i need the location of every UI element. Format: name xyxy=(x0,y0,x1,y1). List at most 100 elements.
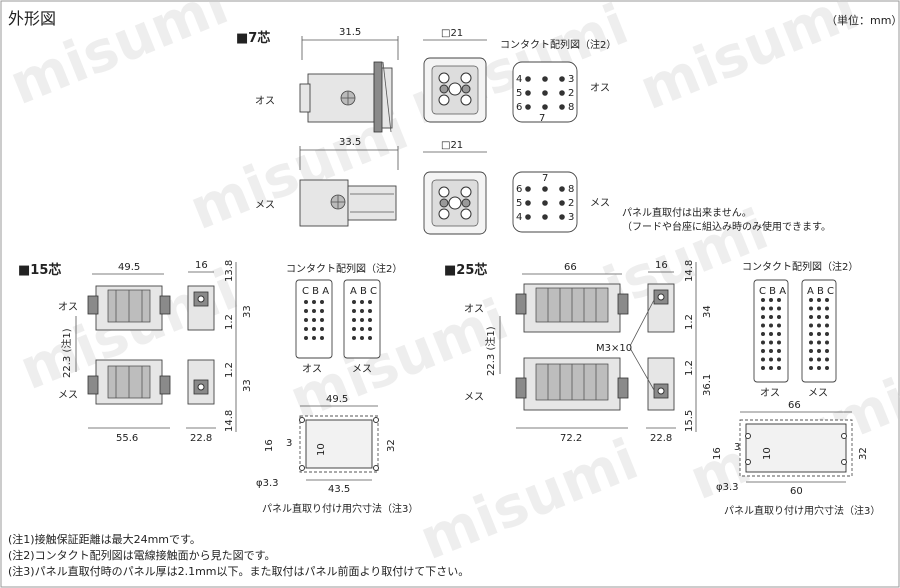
c25-panel-a: 16 xyxy=(712,447,723,460)
c25-male-col-labels: C B A xyxy=(759,286,786,297)
c25-dim-h2: 34 xyxy=(702,305,713,318)
c15-male-side-view xyxy=(87,285,171,331)
contact-pin xyxy=(312,318,316,322)
c25-male-contact-layout: C B A xyxy=(753,279,789,383)
c25-female-side-view xyxy=(515,357,629,411)
contact-pin xyxy=(817,332,821,336)
contact-pin xyxy=(312,327,316,331)
contact-pin xyxy=(304,327,308,331)
c25-width-dim: 66 xyxy=(564,262,577,273)
contact-pin xyxy=(809,357,813,362)
contact-pin xyxy=(761,315,765,319)
section-25-heading: ■25芯 xyxy=(444,262,487,278)
contact-pin xyxy=(777,323,781,328)
c15-dim-h6: 14.8 xyxy=(224,410,235,432)
contact-pin xyxy=(809,306,813,311)
contact-pin xyxy=(825,298,829,302)
contact-pin xyxy=(352,309,356,313)
c7-m-pin-6: 6 xyxy=(516,102,522,113)
c25-left-dim: 22.3 (注1) xyxy=(484,326,497,376)
contact-pin xyxy=(817,357,821,362)
contact-pin xyxy=(312,309,316,313)
c15-dim-h1: 13.8 xyxy=(224,260,235,282)
c25-width-bottom-dim: 72.2 xyxy=(560,433,582,444)
contact-pin xyxy=(809,340,813,345)
contact-pin xyxy=(761,340,765,345)
contact-pin xyxy=(825,332,829,336)
footnote-1: (注1)接触保証距離は最大24mmです。 xyxy=(8,533,201,546)
contact-pin xyxy=(368,336,372,340)
contact-pin xyxy=(304,300,308,304)
c7-panel-note-1: パネル直取付は出来ません。 xyxy=(622,206,752,219)
c7-contact-title: コンタクト配列図（注2） xyxy=(500,38,616,51)
contact-pin xyxy=(777,332,781,336)
contact-pin xyxy=(352,318,356,322)
contact-pin xyxy=(769,340,773,345)
contact-pin xyxy=(304,309,308,313)
c15-male-contact-layout: C B A xyxy=(295,279,333,359)
c15-dim-h3: 1.2 xyxy=(224,314,235,330)
contact-pin xyxy=(825,323,829,328)
c15-female-label: メス xyxy=(58,390,78,401)
contact-pin xyxy=(352,336,356,340)
contact-pin xyxy=(761,349,765,353)
contact-pin xyxy=(360,300,364,304)
contact-pin xyxy=(761,366,765,370)
contact-pin xyxy=(352,300,356,304)
contact-pin xyxy=(769,357,773,362)
c7-f-pin-4: 4 xyxy=(516,212,522,223)
contact-pin xyxy=(769,306,773,311)
c25-side-bottom-dim: 22.8 xyxy=(650,433,672,444)
c7-female-length-dim: 33.5 xyxy=(339,137,361,148)
contact-pin xyxy=(777,357,781,362)
c15-panel-hole: φ3.3 xyxy=(256,478,279,489)
c15-panel-a: 16 xyxy=(264,439,275,452)
c15-panel-b: 3 xyxy=(286,438,292,449)
c25-female-col-labels: A B C xyxy=(807,286,834,297)
c15-panel-width-2: 43.5 xyxy=(328,484,350,495)
c25-panel-width-2: 60 xyxy=(790,486,803,497)
c15-panel-caption: パネル直取り付け用穴寸法（注3） xyxy=(262,502,418,515)
contact-pin xyxy=(769,315,773,319)
contact-pin xyxy=(817,366,821,370)
c7-panel-note-2: （フードや台座に組込み時のみ使用できます。 xyxy=(622,220,831,233)
c7-m-pin-5: 5 xyxy=(516,88,522,99)
contact-pin xyxy=(825,366,829,370)
contact-pin xyxy=(777,349,781,353)
c25-male-label: オス xyxy=(464,303,484,315)
contact-pin xyxy=(825,357,829,362)
contact-pin xyxy=(360,309,364,313)
contact-pin xyxy=(368,300,372,304)
contact-pin xyxy=(368,327,372,331)
contact-pin xyxy=(809,323,813,328)
contact-pin xyxy=(761,357,765,362)
c7-female-front-view: □21 xyxy=(423,140,487,235)
contact-pin xyxy=(352,327,356,331)
c25-side-top-dim: 16 xyxy=(655,260,668,271)
c25-male-end-view xyxy=(647,283,675,333)
contact-pin xyxy=(761,323,765,328)
c7-male-contact-layout: コンタクト配列図（注2） 4 3 5 2 6 8 7 xyxy=(500,38,616,124)
c25-panel-caption: パネル直取り付け用穴寸法（注3） xyxy=(724,504,880,517)
c15-male-end-view xyxy=(187,285,215,331)
c25-female-contact-layout: A B C xyxy=(801,279,837,383)
contact-pin xyxy=(825,306,829,311)
c15-width-bottom-dim: 55.6 xyxy=(116,433,138,444)
c25-female-label: メス xyxy=(464,392,484,403)
contact-pin xyxy=(809,349,813,353)
c15-female-col-labels: A B C xyxy=(350,286,377,297)
c15-contact-title: コンタクト配列図（注2） xyxy=(286,262,402,275)
c25-screw-label: M3×10 xyxy=(596,343,632,354)
contact-pin xyxy=(777,306,781,311)
c25-female-end-view xyxy=(647,357,675,411)
contact-pin xyxy=(360,318,364,322)
c7-f-pin-7: 7 xyxy=(542,173,548,184)
c25-panel-cutout: 66 32 16 3 10 φ3.3 60 パネル直取り付け用穴寸法（注3） xyxy=(712,400,880,517)
c7-m-pin-4: 4 xyxy=(516,74,522,85)
c15-dim-h5: 33 xyxy=(242,379,253,392)
contact-pin xyxy=(368,318,372,322)
contact-pin xyxy=(777,366,781,370)
contact-pin xyxy=(320,318,324,322)
section-7-pin: ■7芯 オス メス 31.5 □21 xyxy=(236,27,831,235)
c25-panel-height: 32 xyxy=(858,447,869,460)
